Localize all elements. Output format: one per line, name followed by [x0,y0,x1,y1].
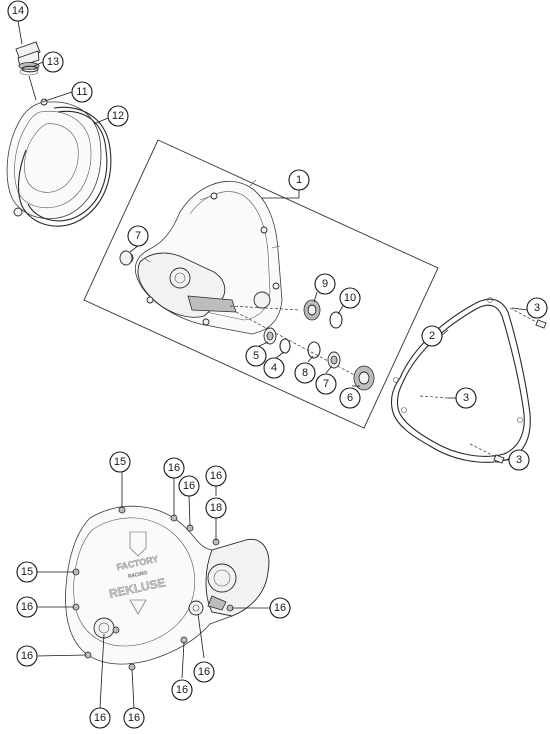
o-ring [21,65,39,73]
svg-text:11: 11 [76,86,87,98]
outer-cover-gasket [17,106,112,227]
svg-text:16: 16 [274,602,286,614]
clutch-cover-assembly: FACTORY RACING REKLUSE [65,505,270,671]
svg-text:16: 16 [21,650,33,662]
callout: 7 [315,373,337,395]
callout: 10 [339,287,361,309]
leader-lines [17,20,529,709]
shaft-seal-9 [303,299,321,321]
svg-text:4: 4 [271,362,277,374]
callout: 16 [16,596,38,618]
circlip-10 [329,311,343,329]
svg-text:15: 15 [21,566,33,578]
svg-text:14: 14 [12,5,24,17]
svg-text:10: 10 [344,292,356,304]
callout: 16 [89,707,111,729]
svg-text:16: 16 [168,462,180,474]
svg-text:16: 16 [183,480,195,492]
callout: 4 [263,357,285,379]
svg-text:6: 6 [347,392,353,404]
callout: 3 [526,297,548,319]
seal-7-left [119,250,133,266]
svg-text:16: 16 [21,601,33,613]
svg-text:16: 16 [94,712,106,724]
emblem-icon [129,599,147,615]
callout: 16 [205,465,227,487]
svg-text:1: 1 [296,174,302,186]
callout: 15 [16,561,38,583]
callout: 3 [455,387,477,409]
svg-text:8: 8 [302,367,308,379]
svg-text:7: 7 [323,378,329,390]
inner-clutch-cover [122,179,361,379]
callout: 6 [339,387,361,409]
callout: 16 [178,475,200,497]
callout: 16 [193,661,215,683]
callout: 16 [269,597,291,619]
callout: 9 [314,273,336,295]
callout: 1 [288,169,310,191]
bearing-6 [353,365,375,391]
callout: 3 [508,449,530,471]
cover-brand-sub: RACING [128,570,148,580]
assembly-frame [83,139,439,429]
svg-text:16: 16 [198,666,210,678]
svg-text:3: 3 [463,392,469,404]
callout: 15 [109,451,131,473]
svg-text:2: 2 [429,330,435,342]
svg-text:16: 16 [128,712,140,724]
svg-text:5: 5 [253,350,259,362]
callout: 16 [123,707,145,729]
callout: 7 [127,225,149,247]
callout: 12 [107,105,129,127]
svg-text:7: 7 [135,230,141,242]
svg-text:15: 15 [114,456,126,468]
callout: 16 [163,457,185,479]
callout: 5 [245,345,267,367]
svg-text:9: 9 [322,278,328,290]
cover-gasket-2 [390,297,531,463]
bushing-5 [263,327,277,345]
ring-8 [307,341,321,359]
callout: 11 [71,81,93,103]
svg-text:16: 16 [210,470,222,482]
ring-4 [279,338,291,354]
seal-7-right [327,351,341,369]
svg-text:12: 12 [112,110,124,122]
callout: 2 [421,325,443,347]
callout: 14 [7,0,29,22]
svg-text:13: 13 [47,56,59,68]
outer-clutch-cover [6,98,102,220]
svg-text:18: 18 [210,502,222,514]
callout: 18 [205,497,227,519]
screws-3 [419,307,547,464]
callouts: 14 13 11 12 1 7 9 10 5 4 8 7 6 3 2 3 3 1… [7,0,548,729]
callout: 16 [16,645,38,667]
callout: 13 [42,51,64,73]
svg-text:3: 3 [516,454,522,466]
callout: 8 [294,362,316,384]
shield-logo-icon [129,531,147,557]
svg-text:3: 3 [534,302,540,314]
svg-text:16: 16 [176,684,188,696]
callout: 16 [171,679,193,701]
